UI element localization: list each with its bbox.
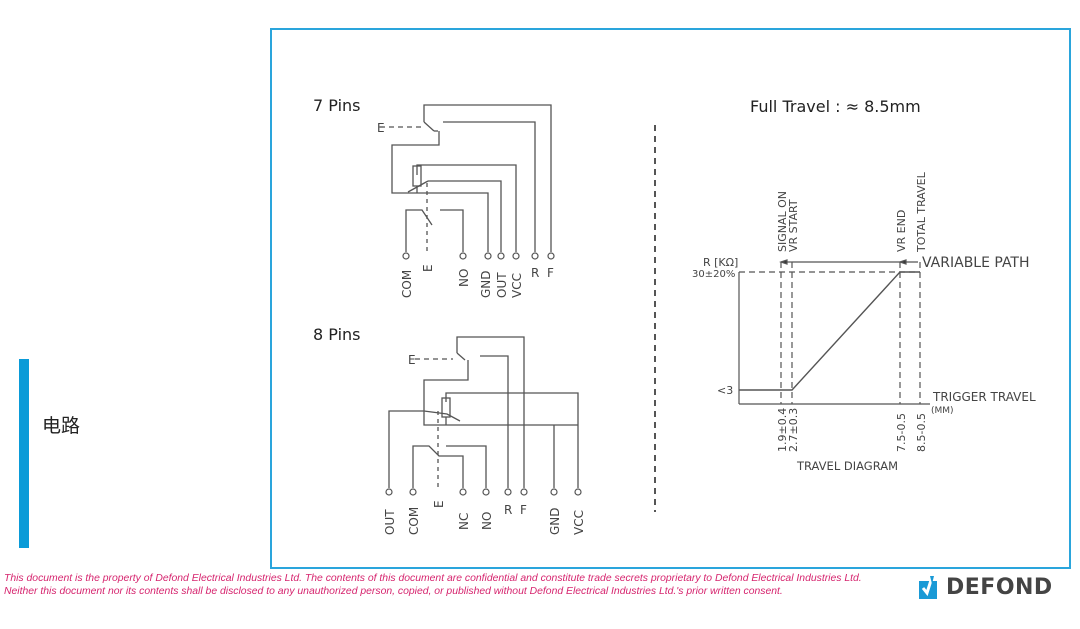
x-axis-label: TRIGGER TRAVEL <box>932 390 1036 404</box>
marker-tick: 1.9±0.4 <box>776 408 789 452</box>
pin-label: COM <box>407 507 421 535</box>
pin-label: R <box>531 266 539 280</box>
pin-label: GND <box>548 507 562 535</box>
section-accent-bar <box>19 359 29 548</box>
full-travel-heading: Full Travel : ≈ 8.5mm <box>750 97 921 116</box>
y-max-label: 30±20% <box>692 269 735 280</box>
pin-label: E <box>432 500 446 508</box>
marker-label-top: SIGNAL ON <box>776 191 789 252</box>
pin-label: VCC <box>572 510 586 535</box>
pin-label: GND <box>479 270 493 298</box>
seven-pin-title: 7 Pins <box>313 96 361 115</box>
eight-pin-schematic <box>388 336 579 488</box>
seven-pin-schematic <box>380 104 552 252</box>
x-unit-label: (MM) <box>931 406 954 416</box>
marker-label-top: VR END <box>895 210 908 252</box>
marker-label-top: TOTAL TRAVEL <box>915 171 928 253</box>
defond-logo: DEFOND <box>918 574 1053 600</box>
marker-tick: 2.7±0.3 <box>787 408 800 452</box>
confidentiality-disclaimer: This document is the property of Defond … <box>4 573 862 597</box>
marker-tick: 7.5-0.5 <box>895 413 908 452</box>
section-title: 电路 <box>42 415 81 437</box>
pin-label: OUT <box>495 272 509 298</box>
y-axis-label: R [KΩ] <box>703 256 738 269</box>
pin-label: R <box>504 503 512 517</box>
pin-label: NO <box>457 269 471 287</box>
pin-label: F <box>520 503 527 517</box>
y-min-label: <3 <box>717 384 733 397</box>
marker-tick: 8.5-0.5 <box>915 413 928 452</box>
brand-name: DEFOND <box>946 574 1053 600</box>
pin-label: NO <box>480 512 494 530</box>
pin-label: F <box>547 266 554 280</box>
eight-pin-title: 8 Pins <box>313 325 361 344</box>
travel-diagram <box>738 259 930 405</box>
travel-caption: TRAVEL DIAGRAM <box>796 459 898 473</box>
seven-pin-actuator-label: E <box>377 121 385 135</box>
marker-label-top: VR START <box>787 199 800 252</box>
checkbox-logo-icon <box>919 576 937 599</box>
eight-pin-actuator-label: E <box>408 353 416 367</box>
variable-path-label: VARIABLE PATH <box>922 255 1030 271</box>
pin-label: NC <box>457 513 471 530</box>
content-frame <box>270 28 1071 569</box>
pin-label: COM <box>400 270 414 298</box>
pin-label: OUT <box>383 509 397 535</box>
pin-label: E <box>421 264 435 272</box>
pin-label: VCC <box>510 273 524 298</box>
